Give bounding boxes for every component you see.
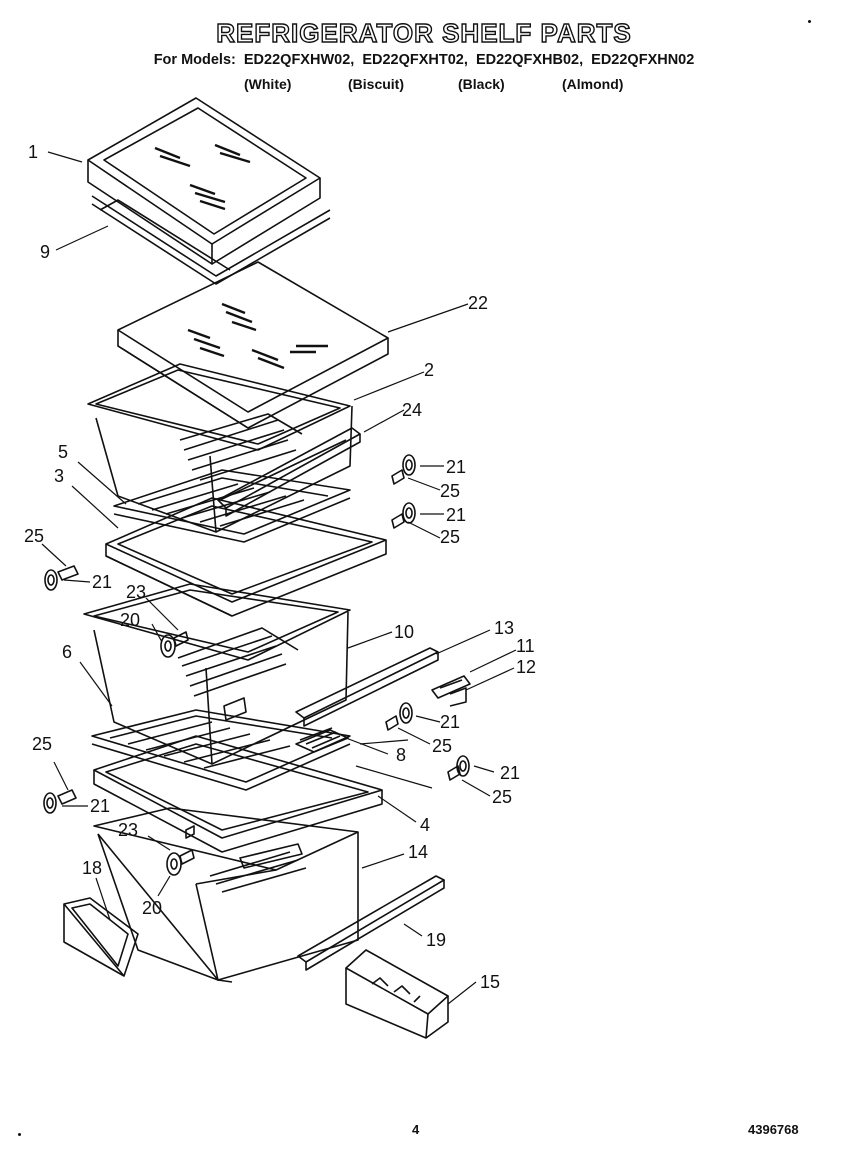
callout: 23 <box>126 582 146 602</box>
scan-mark <box>18 1133 21 1136</box>
callout: 25 <box>32 734 52 754</box>
callout: 21 <box>90 796 110 816</box>
scan-mark <box>808 20 811 23</box>
callout: 22 <box>468 293 488 313</box>
callout: 2 <box>424 360 434 380</box>
callout: 25 <box>440 481 460 501</box>
page-title: REFRIGERATOR SHELF PARTS <box>216 17 632 48</box>
callout: 1 <box>28 142 38 162</box>
callout: 25 <box>432 736 452 756</box>
part-1-shelf-frame <box>87 97 321 265</box>
part-15-bin <box>345 949 449 1039</box>
callout: 20 <box>142 898 162 918</box>
document-number: 4396768 <box>748 1122 799 1137</box>
callout: 9 <box>40 242 50 262</box>
callout: 21 <box>440 712 460 732</box>
callout: 18 <box>82 858 102 878</box>
callout: 21 <box>92 572 112 592</box>
part-9-shelf-support <box>91 195 331 285</box>
page-header: REFRIGERATOR SHELF PARTS <box>0 17 848 49</box>
callout: 21 <box>446 505 466 525</box>
callout: 3 <box>54 466 64 486</box>
part-3-crisper-frame <box>105 497 387 617</box>
callout: 23 <box>118 820 138 840</box>
model-number: ED22QFXHW02, <box>243 52 355 68</box>
callout: 25 <box>492 787 512 807</box>
callout: 25 <box>440 527 460 547</box>
callout: 8 <box>396 745 406 765</box>
callout: 6 <box>62 642 72 662</box>
model-list: For Models: ED22QFXHW02, ED22QFXHT02, ED… <box>0 52 848 68</box>
model-number: ED22QFXHT02, <box>362 52 468 68</box>
callout: 5 <box>58 442 68 462</box>
callout: 11 <box>516 636 535 656</box>
callout: 15 <box>480 972 500 992</box>
part-12-slide-clip <box>449 687 467 707</box>
callout: 21 <box>500 763 520 783</box>
color-label: (Almond) <box>562 76 624 92</box>
page-number: 4 <box>412 1122 420 1137</box>
callout: 25 <box>24 526 44 546</box>
callout: 4 <box>420 815 430 835</box>
part-6-crisper-cover <box>91 709 351 791</box>
callout: 10 <box>394 622 414 642</box>
callout: 21 <box>446 457 466 477</box>
hardware-wheels-and-axles <box>43 454 470 876</box>
model-number: ED22QFXHB02, <box>475 52 584 68</box>
leader-lines <box>41 151 517 1005</box>
part-5-crisper-cover <box>113 469 351 543</box>
part-13-slide-rail <box>295 647 439 727</box>
model-number: ED22QFXHN02 <box>591 52 695 68</box>
part-8-divider <box>295 727 349 753</box>
models-prefix: For Models: <box>153 52 236 68</box>
callout: 13 <box>494 618 514 638</box>
callout: 20 <box>120 610 140 630</box>
color-label: (White) <box>244 76 292 92</box>
callout: 14 <box>408 842 428 862</box>
part-19-rail <box>297 875 445 971</box>
color-label: (Black) <box>458 76 505 92</box>
part-11-slide-clip <box>431 675 471 699</box>
color-list: (White) (Biscuit) (Black) (Almond) <box>0 76 848 96</box>
color-label: (Biscuit) <box>348 76 404 92</box>
part-14-bottom-drawer <box>93 807 359 983</box>
part-18-cover-plate <box>63 897 139 977</box>
callout: 24 <box>402 400 422 420</box>
callout: 12 <box>516 657 536 677</box>
callout: 19 <box>426 930 446 950</box>
callout-labels: 1 9 22 2 24 5 3 21 25 21 25 25 21 23 20 … <box>24 142 536 992</box>
part-22-glass-shelf <box>117 261 389 429</box>
